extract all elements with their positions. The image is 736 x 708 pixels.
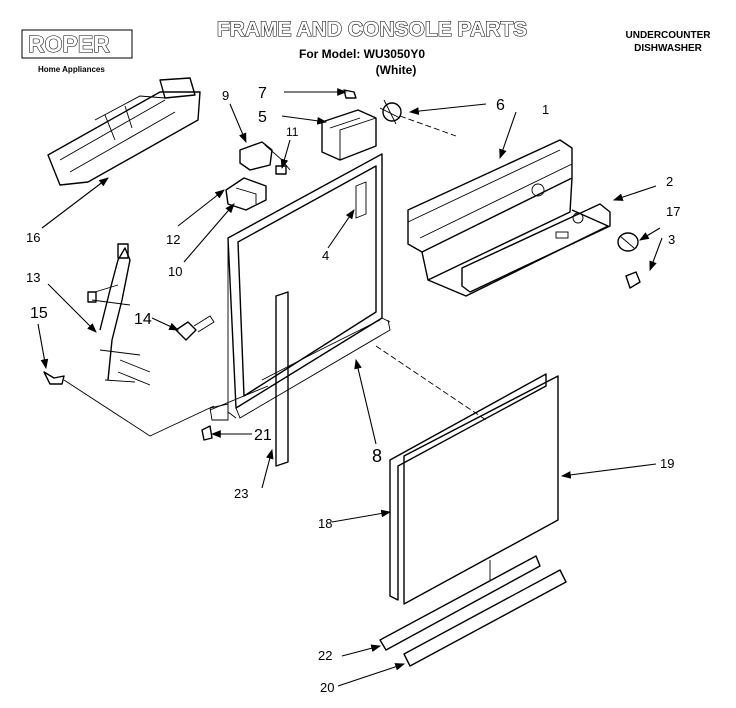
part-1-drawing [407,139,609,297]
callout-14: 14 [134,311,152,328]
part-3-drawing [625,271,641,289]
part-16-drawing [47,77,201,186]
callout-1: 1 [542,102,549,117]
callout-18: 18 [318,516,332,531]
color-line: (White) [376,63,417,77]
callout-8: 8 [372,446,382,466]
part-14-drawing [175,315,215,341]
callout-9: 9 [222,88,229,103]
callout-22: 22 [318,648,332,663]
part-18-drawing [389,373,547,601]
part-5-6-7-drawing [321,89,402,161]
model-line: For Model: WU3050Y0 [299,47,425,61]
callout-19: 19 [660,456,674,471]
part-9-10-11-12-drawing [225,141,291,211]
category-line-1: UNDERCOUNTER [626,30,712,41]
brand-name: ROPER [28,31,110,57]
part-2-drawing [461,203,611,293]
page-title: FRAME AND CONSOLE PARTS [217,18,527,41]
category-line-2: DISHWASHER [634,43,703,54]
brand-tagline: Home Appliances [38,65,105,74]
callout-16: 16 [26,230,40,245]
callout-6: 6 [496,97,505,114]
callout-15: 15 [30,305,48,322]
part-23-drawing [275,291,289,467]
callout-3: 3 [668,232,675,247]
part-20-drawing [403,569,567,667]
callout-13: 13 [26,270,40,285]
brand-logo: ROPER Home Appliances [21,29,133,74]
door-frame-drawing [209,153,391,421]
part-19-drawing [403,375,559,605]
callout-leaders [37,88,663,687]
callout-21: 21 [254,427,272,444]
callout-4: 4 [322,248,329,263]
callout-17: 17 [666,204,680,219]
part-21-drawing [201,425,213,441]
part-13-drawing [87,243,151,386]
callout-23: 23 [234,486,248,501]
callout-numbers: 1 2 3 4 5 6 7 8 9 10 11 12 13 14 15 16 1… [26,85,680,695]
part-22-drawing [379,555,541,651]
part-15-drawing [43,371,65,385]
callout-7: 7 [258,85,267,102]
callout-2: 2 [666,174,673,189]
callout-11: 11 [286,125,299,139]
callout-10: 10 [168,264,182,279]
alignment-lines [63,115,491,580]
callout-5: 5 [258,109,267,126]
callout-12: 12 [166,232,180,247]
part-17-drawing [617,232,639,252]
callout-20: 20 [320,680,334,695]
